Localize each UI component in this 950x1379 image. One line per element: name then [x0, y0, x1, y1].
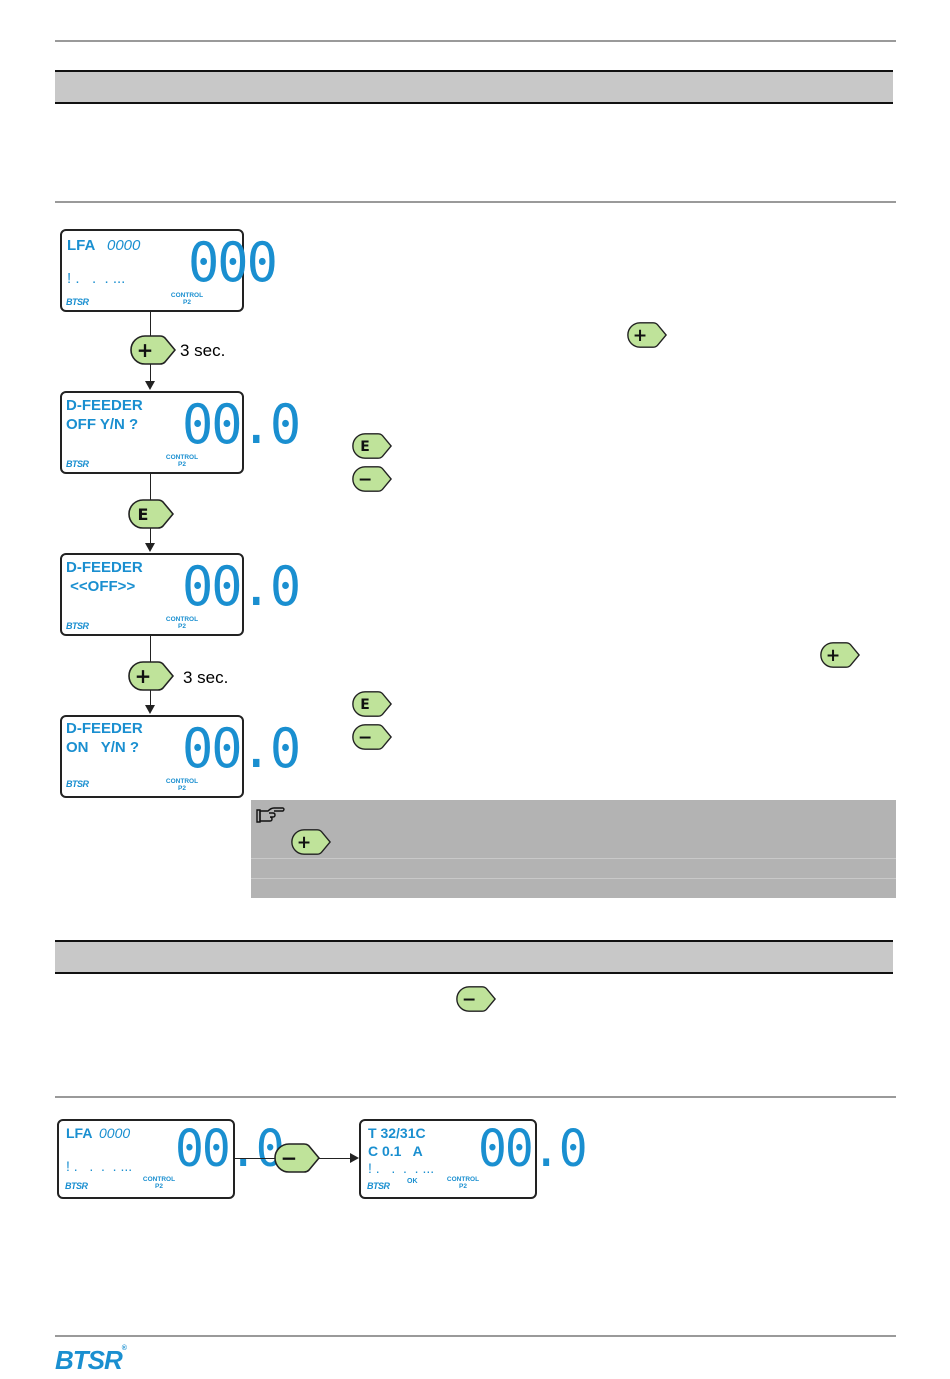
- lcd-control-label: CONTROL P2: [162, 778, 202, 793]
- plus-key-icon: +: [291, 828, 331, 856]
- lcd-digits: 00.0: [175, 1119, 285, 1179]
- lcd-line2: ! . . . ...: [67, 270, 126, 287]
- section-rule-1: [55, 201, 896, 203]
- lcd-control-label: CONTROL P2: [162, 616, 202, 631]
- lcd-control-label: CONTROL P2: [443, 1176, 483, 1191]
- lcd-line1: D-FEEDER: [66, 397, 143, 414]
- lcd-line1: LFA: [66, 1125, 93, 1141]
- minus-key-icon: −: [274, 1143, 320, 1173]
- control-text: CONTROL: [446, 1176, 480, 1183]
- lcd-digits: 000: [188, 231, 278, 295]
- lcd-brand-logo: BTSR: [66, 621, 89, 631]
- note-divider: [251, 878, 896, 879]
- lcd-brand-logo: BTSR: [367, 1181, 390, 1191]
- key-glyph: E: [360, 697, 370, 713]
- control-text: CONTROL: [165, 616, 199, 623]
- control-text: CONTROL: [142, 1176, 176, 1183]
- key-glyph: −: [358, 728, 373, 748]
- channel-text: P2: [183, 298, 191, 306]
- key-glyph: +: [297, 833, 312, 853]
- lcd-ok-indicator: OK: [407, 1178, 418, 1185]
- plus-key-icon: +: [128, 661, 174, 691]
- footer-rule: [55, 1335, 896, 1337]
- enter-key-icon: E: [352, 690, 392, 718]
- lcd-line2: C 0.1 A: [368, 1143, 423, 1159]
- lcd-display-feeder-off: D-FEEDER <<OFF>> 00.0 BTSR CONTROL P2: [60, 553, 301, 636]
- lcd-digits: 00.0: [182, 717, 301, 781]
- lcd-line2: ON Y/N ?: [66, 739, 140, 756]
- pointing-hand-icon: [255, 806, 285, 831]
- arrow-down-icon: [145, 543, 155, 552]
- enter-key-icon: E: [352, 432, 392, 460]
- note-box: +: [251, 800, 896, 898]
- control-text: CONTROL: [165, 778, 199, 785]
- lcd-code: 0000: [107, 237, 141, 254]
- lcd-line3: ! . . . . ...: [368, 1160, 435, 1176]
- channel-text: P2: [459, 1182, 467, 1190]
- key-glyph: −: [462, 990, 477, 1010]
- section-rule-2: [55, 1096, 896, 1098]
- arrow-down-icon: [145, 381, 155, 390]
- plus-key-icon: +: [820, 641, 860, 669]
- hold-duration-label: 3 sec.: [180, 341, 226, 360]
- lcd-code: 0000: [99, 1125, 131, 1141]
- key-glyph: −: [281, 1146, 298, 1170]
- lcd-digits: 00.0: [478, 1119, 588, 1179]
- lcd-line1: D-FEEDER: [66, 720, 143, 737]
- key-glyph: E: [138, 505, 149, 524]
- minus-key-icon: −: [456, 985, 496, 1013]
- footer-brand-text: BTSR: [55, 1345, 123, 1375]
- lcd-digits: 00.0: [182, 555, 301, 619]
- lcd-brand-logo: BTSR: [66, 779, 89, 789]
- control-text: CONTROL: [170, 292, 204, 299]
- channel-text: P2: [178, 460, 186, 468]
- note-divider: [251, 858, 896, 859]
- lcd-control-label: CONTROL P2: [162, 454, 202, 469]
- key-glyph: +: [826, 646, 841, 666]
- lcd-line2: <<OFF>>: [66, 578, 136, 595]
- lcd-brand-logo: BTSR: [65, 1181, 88, 1191]
- lcd-line1: LFA: [67, 237, 96, 254]
- plus-key-icon: +: [627, 321, 667, 349]
- minus-key-icon: −: [352, 723, 392, 751]
- lcd-digits: 00.0: [182, 393, 301, 457]
- key-glyph: +: [137, 338, 154, 362]
- channel-text: P2: [178, 784, 186, 792]
- lcd-display-tension: T 32/31C C 0.1 A ! . . . . ... 00.0 BTSR…: [359, 1119, 588, 1199]
- control-text: CONTROL: [165, 454, 199, 461]
- minus-key-icon: −: [352, 465, 392, 493]
- lcd-line1: D-FEEDER: [66, 559, 143, 576]
- footer-brand-logo: BTSR®: [55, 1345, 127, 1376]
- arrow-down-icon: [145, 705, 155, 714]
- key-glyph: +: [633, 326, 648, 346]
- lcd-brand-logo: BTSR: [66, 459, 89, 469]
- lcd-line2: ! . . . . ...: [66, 1158, 133, 1174]
- plus-key-icon: +: [130, 335, 176, 365]
- lcd-display-lfa-small: LFA 0000 ! . . . . ... 00.0 BTSR CONTROL…: [57, 1119, 285, 1199]
- lcd-display-lfa: LFA 0000 ! . . . ... 000 BTSR CONTROL P2: [60, 229, 278, 312]
- lcd-line2: OFF Y/N ?: [66, 416, 139, 433]
- hold-duration-label: 3 sec.: [183, 668, 229, 687]
- section-header-bar-1: [55, 70, 893, 104]
- key-glyph: E: [360, 439, 370, 455]
- lcd-line1: T 32/31C: [368, 1125, 426, 1141]
- lcd-control-label: CONTROL P2: [167, 292, 207, 307]
- channel-text: P2: [178, 622, 186, 630]
- key-glyph: +: [135, 664, 152, 688]
- channel-text: P2: [155, 1182, 163, 1190]
- top-rule: [55, 40, 896, 42]
- arrow-right-icon: [350, 1153, 359, 1163]
- lcd-brand-logo: BTSR: [66, 297, 89, 307]
- enter-key-icon: E: [128, 499, 174, 529]
- lcd-display-feeder-off-query: D-FEEDER OFF Y/N ? 00.0 BTSR CONTROL P2: [60, 391, 301, 474]
- key-glyph: −: [358, 470, 373, 490]
- lcd-control-label: CONTROL P2: [139, 1176, 179, 1191]
- section-header-bar-2: [55, 940, 893, 974]
- registered-mark: ®: [121, 1345, 127, 1352]
- lcd-display-feeder-on-query: D-FEEDER ON Y/N ? 00.0 BTSR CONTROL P2: [60, 715, 301, 798]
